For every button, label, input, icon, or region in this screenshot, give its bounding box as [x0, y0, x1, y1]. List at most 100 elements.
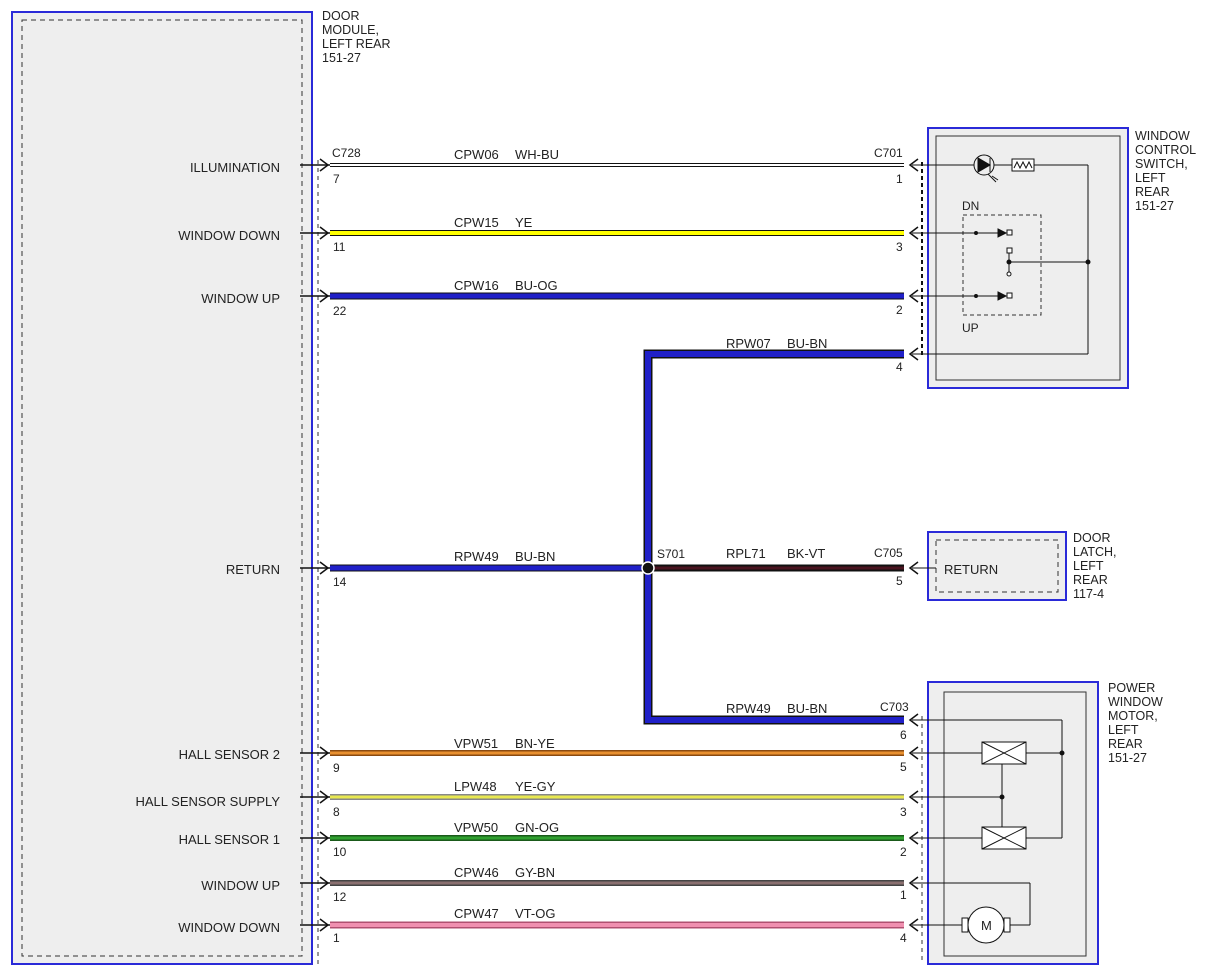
svg-text:LATCH,: LATCH,: [1073, 545, 1117, 559]
pin-label: HALL SENSOR 2: [179, 747, 280, 762]
pin-number: 2: [896, 303, 903, 317]
svg-text:MODULE,: MODULE,: [322, 23, 379, 37]
svg-text:REAR: REAR: [1108, 737, 1143, 751]
pin-label: ILLUMINATION: [190, 160, 280, 175]
pin-label: HALL SENSOR SUPPLY: [136, 794, 281, 809]
left-pin-arrows: [300, 158, 330, 932]
wire-color: YE-GY: [515, 779, 556, 794]
switch-contacts-icon: [912, 228, 1091, 355]
svg-text:REAR: REAR: [1135, 185, 1170, 199]
door-latch-box: [927, 531, 1067, 601]
wire-rpw49-right: [643, 568, 904, 725]
svg-text:LEFT REAR: LEFT REAR: [322, 37, 391, 51]
circuit-id: CPW06: [454, 147, 499, 162]
pin-label: WINDOW UP: [201, 878, 280, 893]
circuit-id: VPW51: [454, 736, 498, 751]
pin-number: 5: [896, 574, 903, 588]
svg-text:REAR: REAR: [1073, 573, 1108, 587]
door-latch-label: DOOR LATCH, LEFT REAR 117-4: [1073, 531, 1117, 601]
pin-label: WINDOW DOWN: [178, 920, 280, 935]
pin-number: 7: [333, 172, 340, 186]
splice-s701-dot: [641, 561, 655, 575]
pin-number: 2: [900, 845, 907, 859]
svg-text:151-27: 151-27: [322, 51, 361, 65]
svg-text:DOOR: DOOR: [1073, 531, 1111, 545]
pin-label: WINDOW UP: [201, 291, 280, 306]
connector-c703-label: C703: [880, 700, 909, 714]
svg-text:LEFT: LEFT: [1108, 723, 1139, 737]
circuit-id: RPW49: [454, 549, 499, 564]
wire-rpw07: [643, 349, 904, 568]
wire-color: WH-BU: [515, 147, 559, 162]
circuit-labels: CPW06 WH-BU CPW15 YE CPW16 BU-OG RPW49 B…: [454, 147, 827, 921]
circuit-id: RPW49: [726, 701, 771, 716]
connector-c728-label: C728: [332, 146, 361, 160]
pin-number: 8: [333, 805, 340, 819]
svg-text:SWITCH,: SWITCH,: [1135, 157, 1188, 171]
pin-number: 4: [896, 360, 903, 374]
window-motor-box: [927, 681, 1099, 965]
connector-c701-label: C701: [874, 146, 903, 160]
motor-icon: [912, 882, 1031, 944]
circuit-id: CPW15: [454, 215, 499, 230]
latch-return-label: RETURN: [944, 562, 998, 577]
pin-label: HALL SENSOR 1: [179, 832, 280, 847]
splice-s701-label: S701: [657, 547, 685, 561]
pin-number: 14: [333, 575, 347, 589]
svg-text:LEFT: LEFT: [1073, 559, 1104, 573]
wire-color: YE: [515, 215, 533, 230]
pin-label: WINDOW DOWN: [178, 228, 280, 243]
svg-text:117-4: 117-4: [1073, 587, 1104, 601]
connector-c705-label: C705: [874, 546, 903, 560]
circuit-id: RPL71: [726, 546, 766, 561]
wire-color: BN-YE: [515, 736, 555, 751]
svg-text:POWER: POWER: [1108, 681, 1155, 695]
circuit-id: RPW07: [726, 336, 771, 351]
svg-text:CONTROL: CONTROL: [1135, 143, 1196, 157]
pin-number: 12: [333, 890, 347, 904]
wire-color: BU-BN: [515, 549, 555, 564]
illumination-led-icon: [912, 154, 1089, 354]
circuit-id: VPW50: [454, 820, 498, 835]
svg-text:LEFT: LEFT: [1135, 171, 1166, 185]
pin-number: 3: [900, 805, 907, 819]
pin-number: 5: [900, 760, 907, 774]
svg-text:WINDOW: WINDOW: [1135, 129, 1190, 143]
pin-label: RETURN: [226, 562, 280, 577]
wire-color: GN-OG: [515, 820, 559, 835]
svg-text:WINDOW: WINDOW: [1108, 695, 1163, 709]
circuit-id: CPW47: [454, 906, 499, 921]
door-module-box: [11, 11, 313, 965]
pin-number: 4: [900, 931, 907, 945]
left-pin-labels: ILLUMINATION WINDOW DOWN WINDOW UP RETUR…: [136, 160, 281, 935]
pin-number: 1: [333, 931, 340, 945]
circuit-id: CPW16: [454, 278, 499, 293]
pin-number: 22: [333, 304, 347, 318]
right-pin-numbers: 1 3 2 4 5 6 5 3 2 1 4: [896, 172, 907, 945]
pin-number: 6: [900, 728, 907, 742]
right-pin-arrows: [908, 158, 919, 932]
svg-text:151-27: 151-27: [1135, 199, 1174, 213]
switch-up-label: UP: [962, 321, 979, 335]
pin-number: 1: [896, 172, 903, 186]
pin-number: 11: [333, 240, 346, 254]
motor-symbol: M: [981, 918, 992, 933]
wire-color: BK-VT: [787, 546, 825, 561]
pin-number: 10: [333, 845, 347, 859]
window-motor-label: POWER WINDOW MOTOR, LEFT REAR 151-27: [1108, 681, 1163, 765]
door-module-label: DOOR MODULE, LEFT REAR 151-27: [322, 9, 391, 65]
window-switch-label: WINDOW CONTROL SWITCH, LEFT REAR 151-27: [1135, 129, 1196, 213]
svg-text:DOOR: DOOR: [322, 9, 360, 23]
wire-color: VT-OG: [515, 906, 555, 921]
wire-color: GY-BN: [515, 865, 555, 880]
circuit-id: CPW46: [454, 865, 499, 880]
circuit-id: LPW48: [454, 779, 497, 794]
wire-color: BU-BN: [787, 336, 827, 351]
pin-number: 3: [896, 240, 903, 254]
left-pin-numbers: 7 11 22 14 9 8 10 12 1: [333, 172, 347, 945]
hall-sensor-icons: [912, 719, 1065, 850]
wire-color: BU-OG: [515, 278, 558, 293]
svg-text:MOTOR,: MOTOR,: [1108, 709, 1158, 723]
pin-number: 1: [900, 888, 907, 902]
